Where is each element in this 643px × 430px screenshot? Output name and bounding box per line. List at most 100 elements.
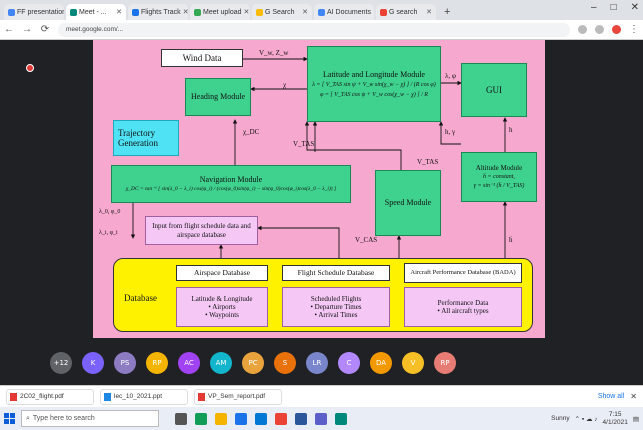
back-icon[interactable]: ← [4, 24, 14, 35]
close-window-button[interactable]: ✕ [630, 2, 639, 13]
tab-close-icon[interactable]: ✕ [243, 9, 250, 16]
file-icon [198, 392, 205, 401]
lambda-phi-origin-label: λ_0, φ_0 [99, 209, 121, 215]
participant-avatar[interactable]: PC [242, 351, 264, 374]
participant-avatar[interactable]: S [274, 351, 296, 374]
participant-avatar[interactable]: DA [370, 351, 392, 374]
aircraft-perf-db-box: Aircraft Performance Database (BADA) [404, 263, 522, 283]
participant-avatar[interactable]: V [402, 351, 424, 374]
minimize-button[interactable]: – [591, 2, 597, 13]
gui-box: GUI [461, 63, 527, 117]
chrome-icon[interactable] [275, 412, 287, 425]
altitude-equation-2: γ = sin⁻¹ (ḣ / V_TAS) [473, 183, 525, 190]
profile-avatar[interactable] [612, 25, 621, 34]
heading-module-label: Heading Module [191, 92, 245, 102]
tab-title: FF presentation [17, 8, 64, 16]
tab-title: Meet - ... [79, 8, 107, 16]
address-bar-row: ← → ⟳ meet.google.com/... ⋮ [0, 20, 643, 40]
forward-icon[interactable]: → [22, 24, 32, 35]
participant-avatar[interactable]: LR [306, 351, 328, 374]
browser-tab[interactable]: Meet - ... ✕ [66, 4, 126, 20]
download-filename: VP_Sem_report.pdf [208, 393, 266, 400]
file-icon [10, 392, 17, 401]
participant-avatar[interactable]: RP [146, 351, 168, 374]
word-icon[interactable] [295, 412, 307, 425]
participant-avatar[interactable]: PS [114, 351, 136, 374]
tab-title: G search [389, 8, 418, 16]
altitude-module-box: Altitude Module ḣ = constant, γ = sin⁻¹ … [461, 152, 537, 202]
bookmark-icon[interactable] [595, 25, 604, 34]
waypoints-label: Waypoints [209, 311, 239, 320]
participant-avatar[interactable]: AC [178, 351, 200, 374]
download-item[interactable]: 2C02_flight.pdf [6, 388, 94, 405]
taskbar-search-input[interactable]: ⌕ Type here to search [21, 410, 159, 427]
vcas-label: V_CAS [355, 236, 378, 244]
meet-icon[interactable] [335, 412, 347, 425]
browser-tab[interactable]: FF presentation✕ [4, 4, 64, 20]
tab-favicon-icon [132, 8, 139, 16]
file-explorer-icon[interactable] [215, 412, 227, 425]
maximize-button[interactable]: □ [610, 2, 617, 13]
flight-schedule-db-label: Flight Schedule Database [297, 267, 375, 277]
wind-data-box: Wind Data [161, 49, 243, 67]
search-placeholder: Type here to search [32, 415, 95, 422]
tab-close-icon[interactable]: ✕ [426, 9, 432, 16]
tab-close-icon[interactable]: ✕ [302, 9, 308, 16]
url-input[interactable]: meet.google.com/... [58, 22, 570, 37]
latlong-module-title: Latitude and Longitude Module [323, 69, 425, 79]
download-item[interactable]: lec_10_2021.ppt [100, 388, 188, 405]
new-tab-button[interactable]: + [444, 6, 451, 18]
airspace-db-label: Airspace Database [193, 267, 250, 277]
latlong-panel-item: • Waypoints [205, 311, 239, 320]
vtas-label-speed: V_TAS [417, 158, 439, 166]
departure-times-label: Departure Times [314, 302, 362, 311]
tab-close-icon[interactable]: ✕ [373, 8, 374, 16]
tab-favicon-icon [318, 8, 325, 16]
windows-taskbar: ⌕ Type here to search Sunny ⌃ ▪ ☁ ♪ 7:15… [0, 407, 643, 430]
latlong-module-box: Latitude and Longitude Module λ = [ V_TA… [307, 46, 441, 122]
teams-icon[interactable] [315, 412, 327, 425]
tray-icons[interactable]: ⌃ ▪ ☁ ♪ [574, 415, 598, 423]
extension-icon[interactable] [578, 25, 587, 34]
download-item[interactable]: VP_Sem_report.pdf [194, 388, 282, 405]
input-box-label: Input from flight schedule data and airs… [152, 222, 251, 239]
participant-avatar[interactable]: RP [434, 351, 456, 374]
browser-tab-bar: FF presentation✕Meet - ...✕Flights Track… [0, 0, 643, 20]
browser-tab[interactable]: G Search✕ [252, 4, 312, 20]
show-all-link[interactable]: Show all [597, 393, 625, 400]
close-downloads-icon[interactable]: ✕ [630, 392, 637, 401]
diagram-connectors [130, 56, 508, 258]
browser-tab[interactable]: Meet upload✕ [190, 4, 250, 20]
recording-icon [26, 64, 34, 72]
mail-icon[interactable] [255, 412, 267, 425]
store-icon[interactable] [235, 412, 247, 425]
scheduled-flights-panel: Scheduled Flights • Departure Times • Ar… [282, 287, 390, 327]
notifications-icon[interactable]: ▤ [632, 415, 639, 423]
tab-close-icon[interactable]: ✕ [182, 9, 188, 16]
start-button[interactable] [4, 413, 15, 424]
weather-label: Sunny [551, 415, 570, 422]
participant-avatar[interactable]: AM [210, 351, 232, 374]
reload-icon[interactable]: ⟳ [40, 24, 50, 35]
participant-avatar[interactable]: +12 [50, 351, 72, 374]
presented-slide: Wind Data V_w, Z_w Latitude and Longitud… [93, 40, 545, 338]
file-icon [104, 392, 111, 401]
browser-tab[interactable]: G search ✕ [376, 4, 436, 20]
wind-output-label: V_w, Z_w [259, 49, 289, 57]
wind-data-label: Wind Data [182, 52, 222, 63]
taskbar-apps [175, 412, 347, 425]
clock[interactable]: 7:15 4/1/2021 [603, 411, 628, 425]
menu-icon[interactable]: ⋮ [629, 24, 639, 35]
browser-tab[interactable]: Flights Track✕ [128, 4, 188, 20]
flights-panel-item: • Arrival Times [314, 311, 358, 320]
participant-avatar[interactable]: C [338, 351, 360, 374]
chi-dc-label: χ_DC [243, 128, 260, 136]
browser-tab[interactable]: AI Documents✕ [314, 4, 374, 20]
search-icon: ⌕ [26, 414, 30, 422]
edge-icon[interactable] [195, 412, 207, 425]
latlong-output-label: λ, φ [445, 72, 456, 80]
task-view-icon[interactable] [175, 412, 187, 425]
tab-title: Meet upload [203, 8, 242, 16]
tab-close-icon[interactable]: ✕ [116, 9, 122, 16]
participant-avatar[interactable]: K [82, 351, 104, 374]
